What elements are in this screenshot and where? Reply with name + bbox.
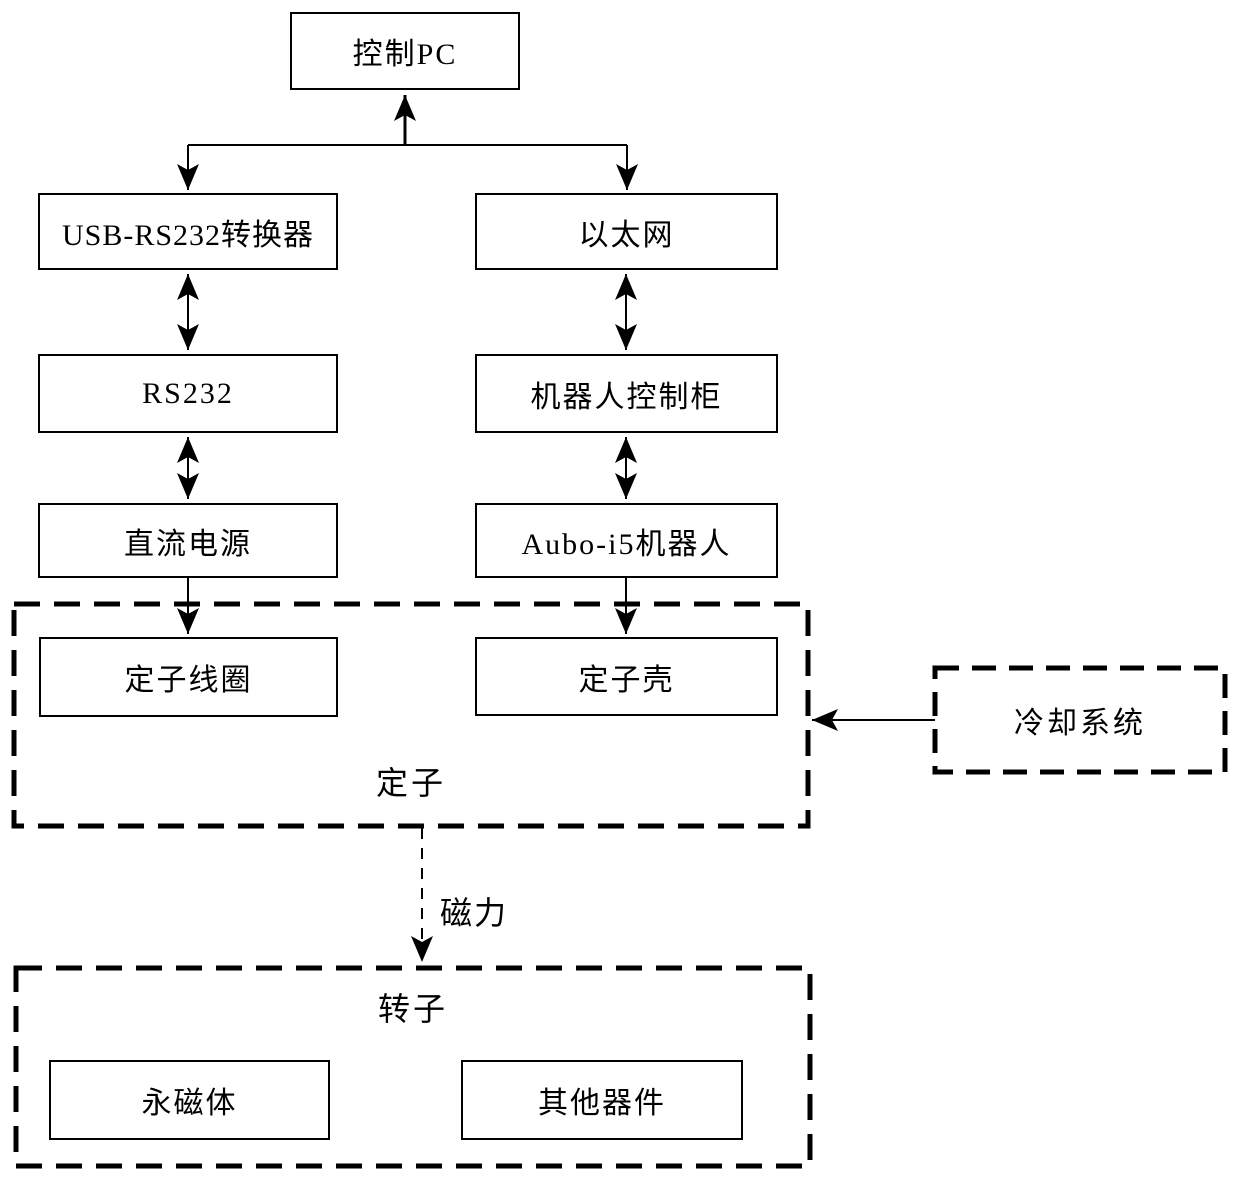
magnetic-force-label: 磁力	[440, 895, 509, 931]
node-control-pc: 控制PC	[290, 12, 520, 90]
node-stator-shell: 定子壳	[475, 637, 778, 716]
node-dc-power-supply: 直流电源	[38, 503, 338, 578]
cooling-system-border	[932, 665, 1228, 775]
node-robot-control-cabinet: 机器人控制柜	[475, 354, 778, 433]
node-usb-rs232-converter: USB-RS232转换器	[38, 193, 338, 270]
node-ethernet: 以太网	[475, 193, 778, 270]
node-stator-coil: 定子线圈	[39, 637, 338, 717]
stator-group-border	[11, 601, 811, 829]
node-cooling-system: 冷却系统	[1014, 707, 1146, 740]
node-other-components: 其他器件	[461, 1060, 743, 1140]
rotor-group-label: 转子	[377, 991, 448, 1027]
node-permanent-magnet: 永磁体	[49, 1060, 330, 1140]
stator-group-label: 定子	[375, 765, 446, 801]
rotor-group-border	[13, 965, 813, 1169]
node-aubo-i5-robot: Aubo-i5机器人	[475, 503, 778, 578]
node-rs232: RS232	[38, 354, 338, 433]
